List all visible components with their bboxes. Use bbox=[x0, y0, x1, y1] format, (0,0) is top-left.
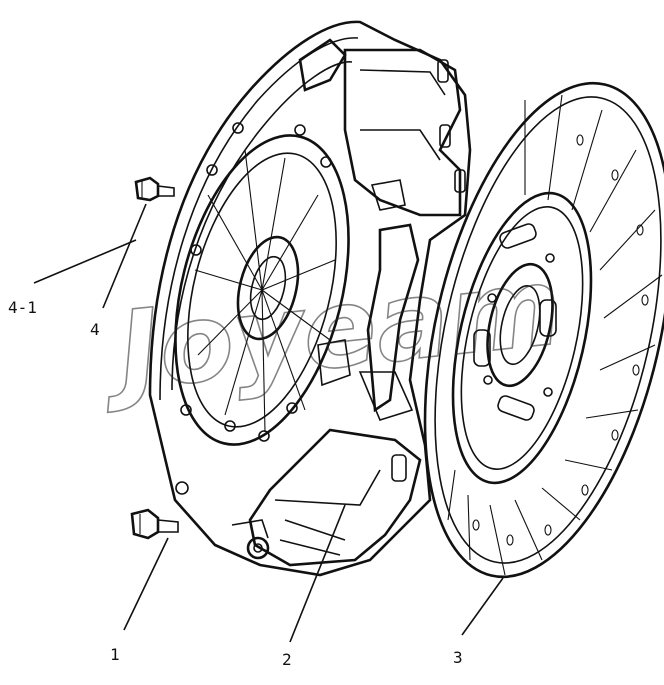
watermark: Joyeam bbox=[94, 243, 568, 417]
bolt-part-4 bbox=[134, 176, 175, 202]
leader-1 bbox=[123, 537, 169, 631]
leader-lines bbox=[33, 203, 504, 643]
rim-bolt-holes bbox=[175, 122, 332, 495]
callout-3: 3 bbox=[453, 648, 463, 667]
friction-facing-segments bbox=[447, 94, 663, 576]
damper-springs bbox=[473, 223, 557, 421]
watermark-text: Joyeam bbox=[95, 244, 567, 417]
facing-rivets bbox=[472, 134, 649, 546]
callout-1: 1 bbox=[110, 645, 120, 664]
leader-2 bbox=[289, 504, 346, 643]
callout-4-1: 4-1 bbox=[8, 298, 37, 317]
leader-4 bbox=[102, 203, 147, 309]
leader-4-1 bbox=[33, 239, 137, 284]
callout-labels: 4-1 4 1 2 3 bbox=[8, 298, 463, 669]
bolt-part-1 bbox=[130, 508, 179, 540]
callout-4: 4 bbox=[90, 320, 100, 339]
clutch-disc bbox=[423, 81, 664, 579]
leader-3 bbox=[461, 577, 504, 636]
callout-2: 2 bbox=[282, 650, 292, 669]
pressure-plate-cover-assembly bbox=[148, 20, 472, 577]
